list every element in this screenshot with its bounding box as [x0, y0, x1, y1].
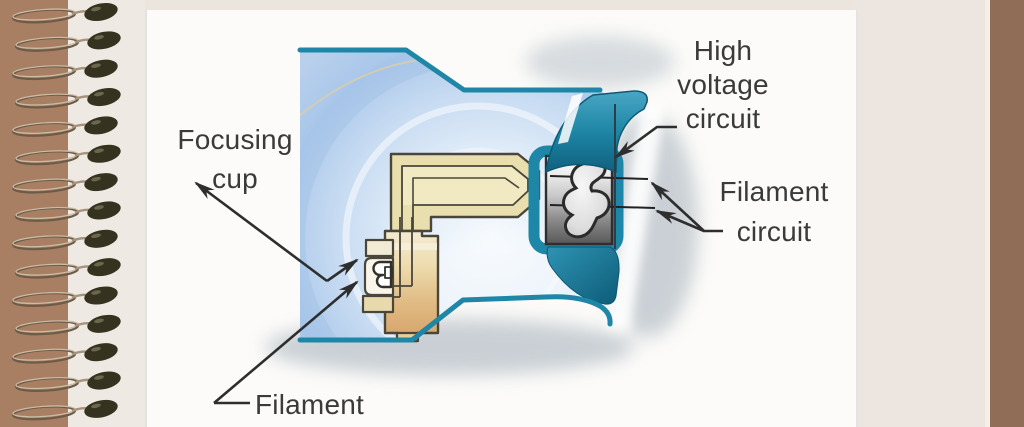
label-filament-circuit: Filament circuit	[700, 172, 848, 252]
label-line: circuit	[685, 103, 761, 134]
label-line: cup	[212, 163, 258, 194]
notebook-cover-edge	[0, 0, 68, 427]
label-line: Filament	[719, 176, 829, 207]
label-line: voltage	[677, 69, 769, 100]
page-right-margin	[853, 0, 990, 427]
label-filament: Filament	[255, 388, 415, 422]
page-left-margin	[68, 0, 145, 427]
label-high-voltage-circuit: High voltage circuit	[652, 34, 794, 136]
label-line: circuit	[736, 216, 812, 247]
label-line: Focusing	[177, 124, 293, 155]
label-focusing-cup: Focusing cup	[160, 120, 310, 198]
label-line: Filament	[255, 389, 364, 420]
notebook-cover-edge-right	[990, 0, 1024, 427]
label-line: High	[693, 35, 753, 66]
